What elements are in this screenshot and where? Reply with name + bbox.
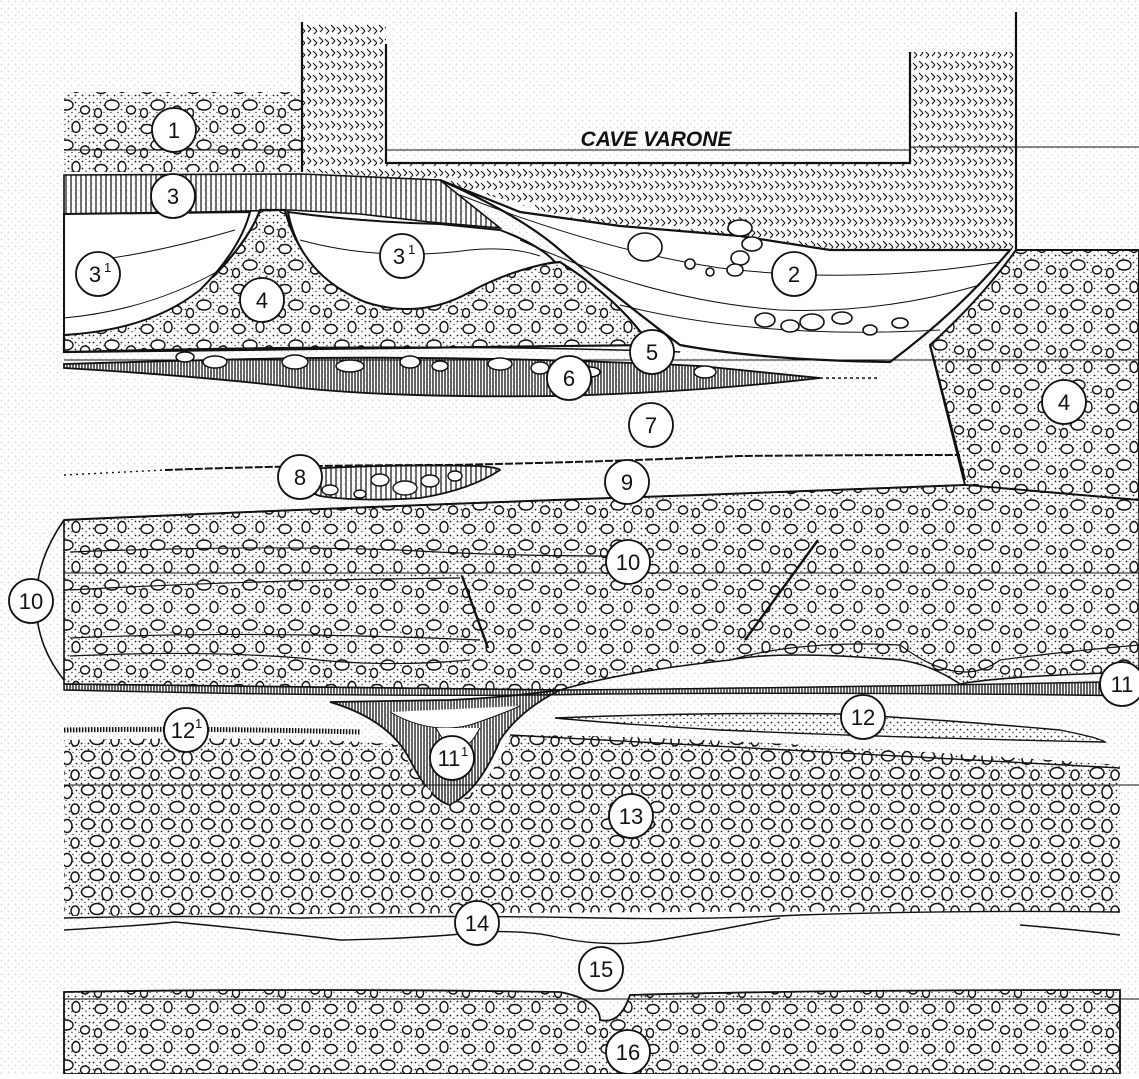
label-number: 4 bbox=[1058, 390, 1070, 415]
label-layer-4-right: 4 bbox=[1042, 380, 1086, 424]
label-number: 3 bbox=[89, 262, 101, 287]
label-layer-10-inner: 10 bbox=[606, 540, 650, 584]
label-number: 6 bbox=[563, 366, 575, 391]
unit-13-gravel bbox=[64, 735, 1120, 916]
label-layer-3: 3 bbox=[151, 174, 195, 218]
label-layer-16: 16 bbox=[606, 1030, 650, 1074]
label-number: 4 bbox=[256, 288, 268, 313]
label-layer-11: 11 bbox=[1100, 662, 1139, 706]
label-number: 15 bbox=[589, 957, 613, 982]
label-layer-14: 14 bbox=[455, 901, 499, 945]
label-layer-5: 5 bbox=[630, 330, 674, 374]
label-number: 11 bbox=[438, 746, 461, 771]
label-number: 2 bbox=[788, 262, 800, 287]
label-number: 5 bbox=[646, 340, 658, 365]
label-number: 11 bbox=[1111, 672, 1134, 697]
label-superscript: 1 bbox=[104, 260, 111, 275]
label-number: 12 bbox=[851, 705, 875, 730]
title-cave-varone: CAVE VARONE bbox=[581, 128, 733, 151]
label-layer-9: 9 bbox=[605, 460, 649, 504]
label-layer-6: 6 bbox=[547, 356, 591, 400]
label-superscript: 1 bbox=[408, 242, 415, 257]
label-layer-13: 13 bbox=[609, 794, 653, 838]
label-number: 3 bbox=[393, 244, 405, 269]
label-superscript: 1 bbox=[195, 716, 202, 731]
label-layer-15: 15 bbox=[579, 947, 623, 991]
label-layer-7: 7 bbox=[629, 403, 673, 447]
label-layer-10-bracket: 10 bbox=[9, 579, 53, 623]
label-layer-8: 8 bbox=[278, 455, 322, 499]
label-number: 3 bbox=[167, 184, 179, 209]
label-number: 14 bbox=[465, 911, 489, 936]
label-number: 1 bbox=[168, 118, 180, 143]
label-number: 10 bbox=[19, 589, 43, 614]
label-number: 13 bbox=[619, 804, 643, 829]
label-layer-2: 2 bbox=[772, 252, 816, 296]
label-number: 12 bbox=[171, 718, 195, 743]
label-number: 8 bbox=[294, 465, 306, 490]
label-number: 16 bbox=[616, 1040, 640, 1065]
unit-10-gravel bbox=[64, 485, 1139, 690]
label-number: 9 bbox=[621, 470, 633, 495]
label-superscript: 1 bbox=[461, 744, 468, 759]
label-number: 10 bbox=[616, 550, 640, 575]
label-layer-4-left: 4 bbox=[240, 278, 284, 322]
label-layer-12: 12 bbox=[841, 695, 885, 739]
label-layer-1: 1 bbox=[152, 108, 196, 152]
label-number: 7 bbox=[645, 413, 657, 438]
